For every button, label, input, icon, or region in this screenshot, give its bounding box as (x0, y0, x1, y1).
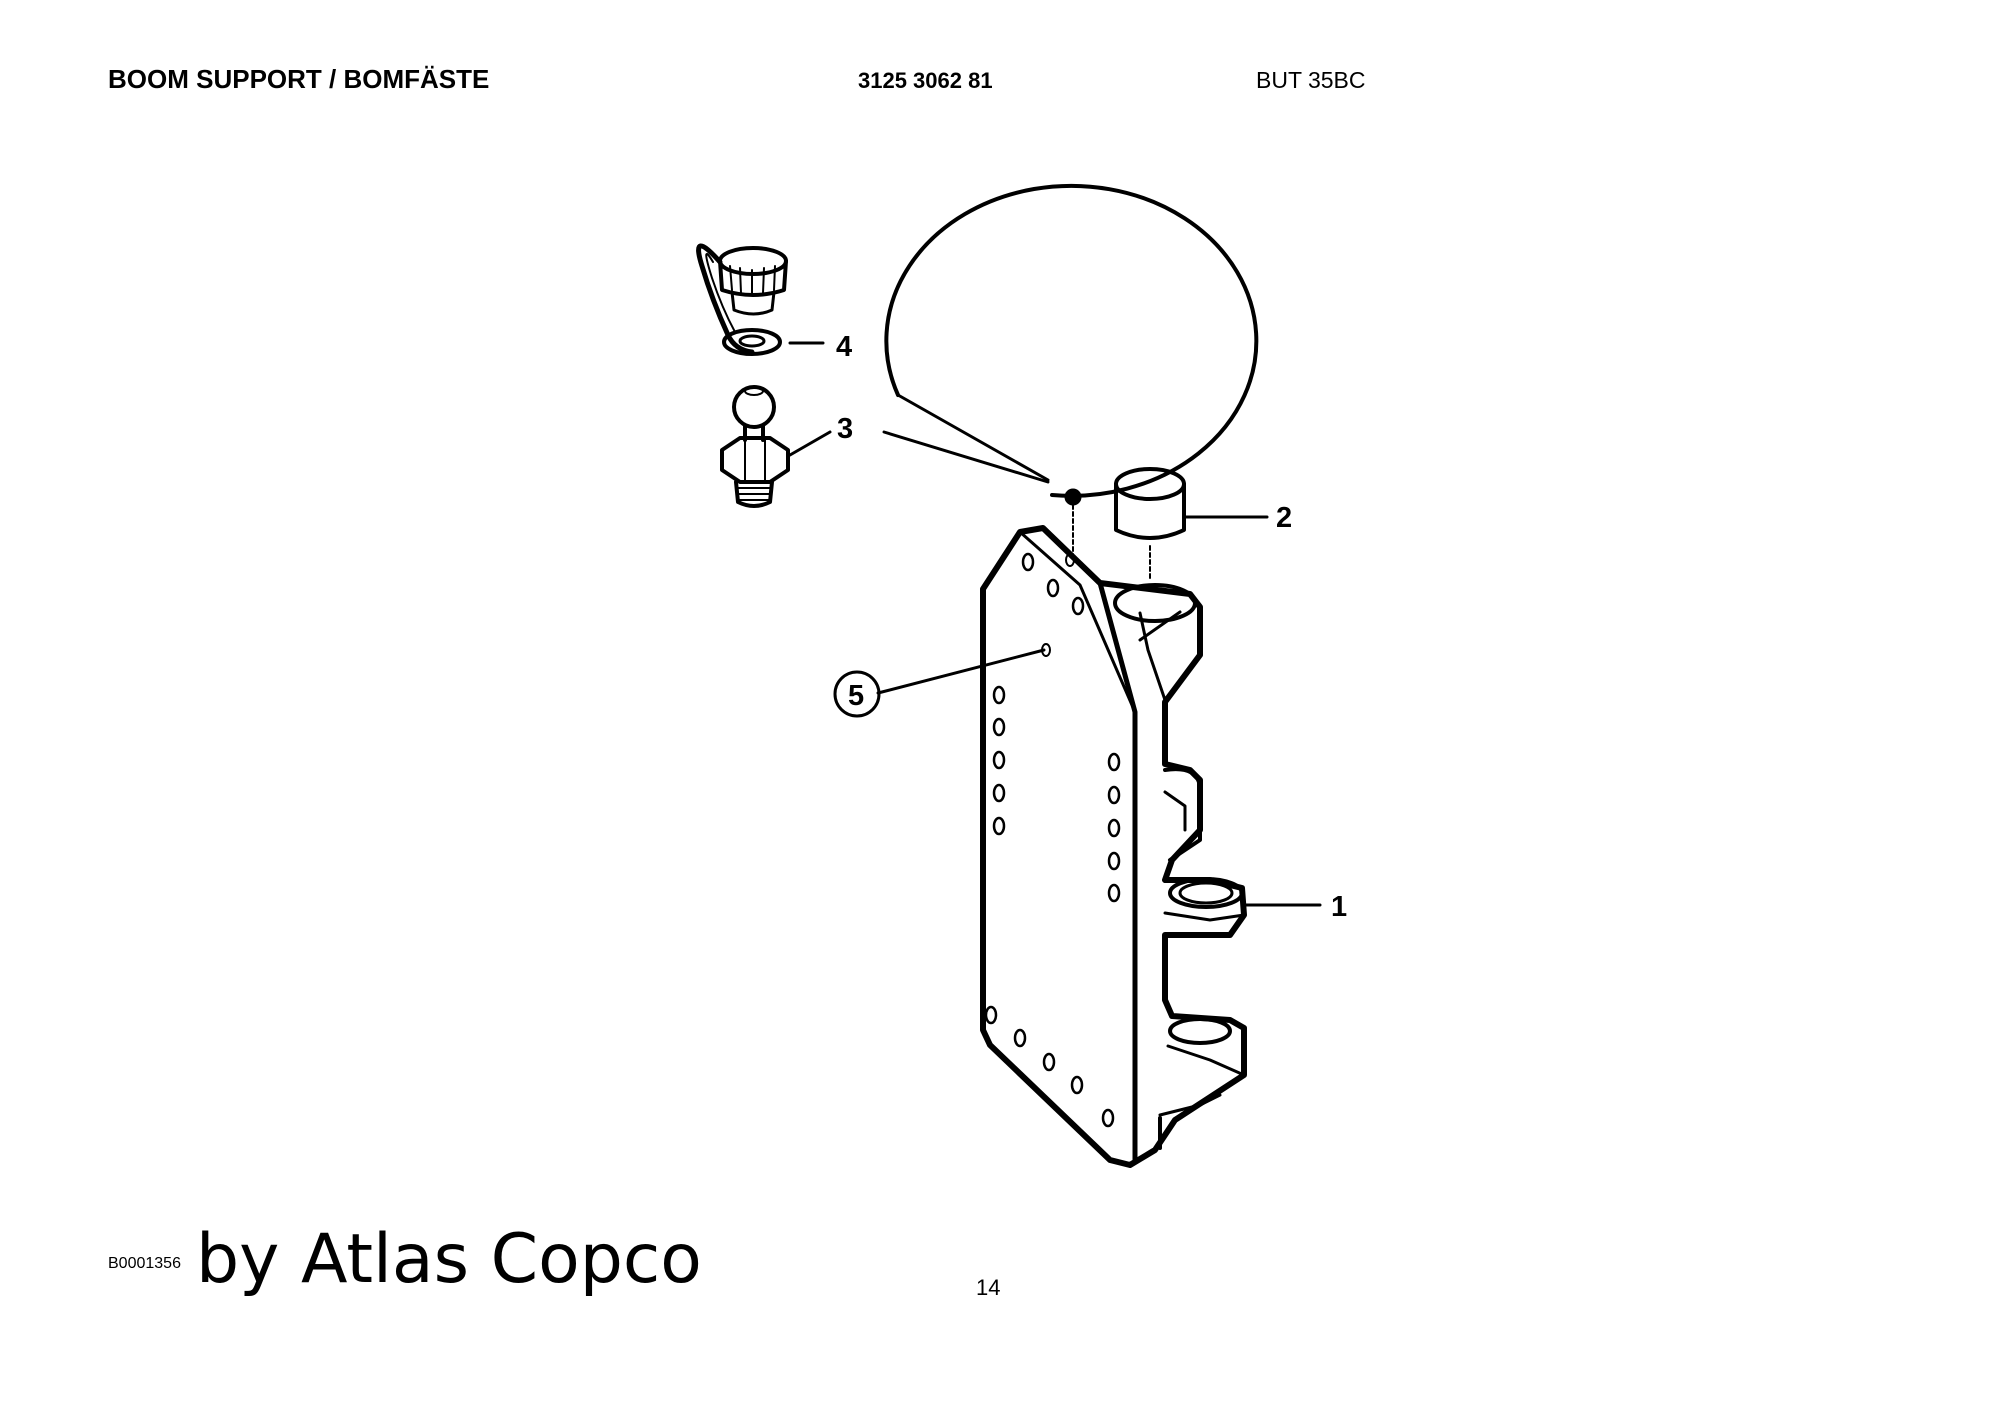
callout-4: 4 (836, 331, 852, 363)
callout-3: 3 (837, 413, 853, 445)
callout-5: 5 (848, 680, 864, 712)
callout-1: 1 (1331, 891, 1347, 923)
figure-code: B0001356 (108, 1255, 181, 1272)
callout-2: 2 (1276, 502, 1292, 534)
leader-line-5 (876, 648, 1046, 695)
watermark-text: by Atlas Copco (196, 1220, 702, 1299)
grease-point-dot (1064, 488, 1082, 506)
callout-5-circle (833, 670, 881, 718)
boom-support-bracket (980, 525, 1247, 1168)
part-number: 3125 3062 81 (858, 68, 993, 93)
grease-nipple-part (720, 385, 790, 508)
model-name: BUT 35BC (1256, 67, 1366, 93)
bushing-part (1114, 467, 1269, 581)
grease-cap-part (696, 243, 788, 356)
leader-line-3 (788, 430, 832, 457)
page-number: 14 (976, 1275, 1001, 1300)
page-title: BOOM SUPPORT / BOMFÄSTE (108, 64, 490, 94)
detail-circle (882, 183, 1259, 498)
